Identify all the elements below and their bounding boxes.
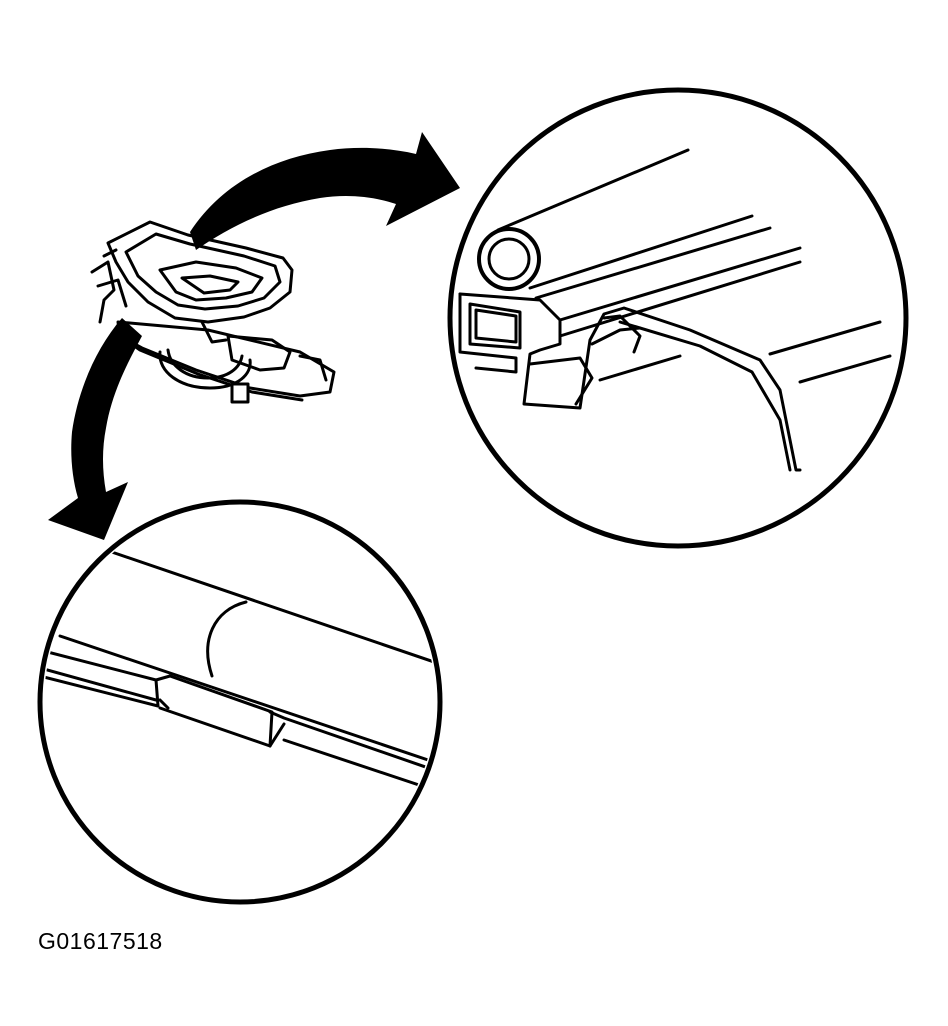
curved-arrow-down-icon — [48, 318, 142, 540]
seal-cross-section-detail — [447, 87, 909, 549]
seal-splice-detail — [37, 499, 443, 905]
curved-arrow-right-icon — [190, 132, 460, 250]
overview-assembly — [90, 220, 336, 404]
figure-id-label: G01617518 — [38, 928, 163, 954]
